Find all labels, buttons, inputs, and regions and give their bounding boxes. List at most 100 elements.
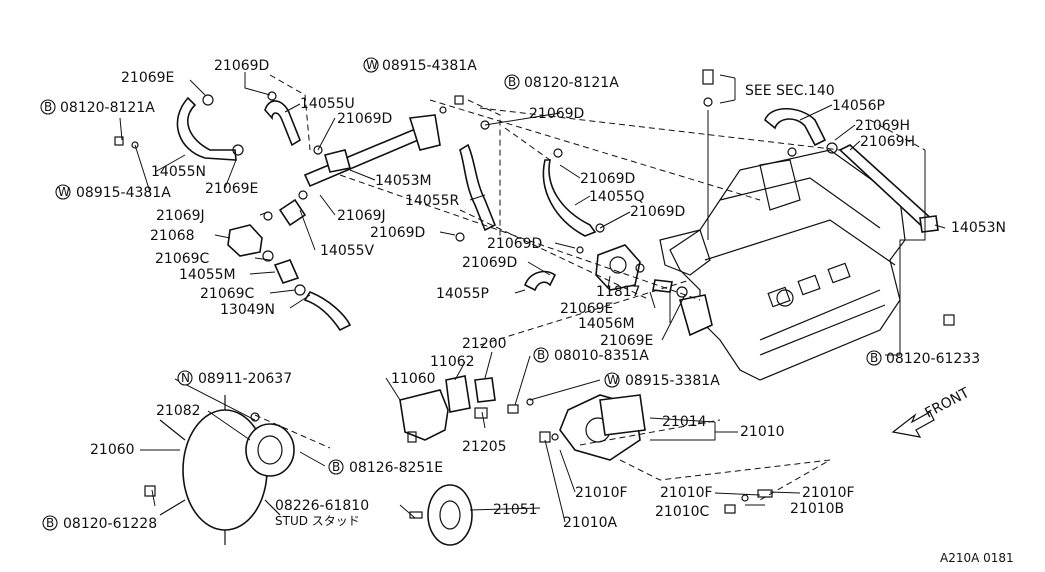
prefix-circle [177, 370, 193, 386]
label-c53: 21010F [802, 485, 855, 501]
label-c18: 21069C [155, 251, 210, 267]
leader-lines [119, 72, 946, 523]
callout-labels: 21069D W 08915-4381A B 08120-8121A 21069… [40, 57, 1014, 565]
label-c8: 14055N [151, 164, 206, 180]
label-c45: 21014 [662, 414, 707, 430]
prefix-c2: W [366, 58, 378, 72]
label-c59: 21010B [790, 501, 844, 517]
gasket-plate [678, 294, 713, 337]
prefix-circle [42, 515, 58, 531]
label-c38: 08120-61233 [886, 351, 980, 367]
gasket-11062 [445, 375, 471, 413]
label-c17: 14055V [320, 243, 375, 259]
prefix-c38: B [870, 351, 878, 365]
label-c35: 21069H [855, 118, 910, 134]
label-c15: 21068 [150, 228, 195, 244]
label-c19: 14055M [179, 267, 236, 283]
gasket-21014 [599, 394, 646, 436]
prefix-circle [533, 347, 549, 363]
label-c3: 08120-8121A [524, 75, 619, 91]
label-c62: A210A 0181 [940, 551, 1014, 565]
hose-14055P [523, 270, 557, 292]
label-c51: 21010F [575, 485, 628, 501]
label-c46: 21010 [740, 424, 785, 440]
water-outlet-11060 [399, 389, 449, 441]
hose-14055Q [542, 159, 597, 237]
label-c58: 21010C [655, 504, 710, 520]
prefix-c10: W [58, 185, 70, 199]
label-c32: 21069E [600, 333, 653, 349]
fitting-21068 [227, 224, 263, 257]
hose-14055M [273, 259, 300, 284]
label-c6: 08120-8121A [60, 100, 155, 116]
pipe-14053M [303, 114, 441, 188]
engine-block [659, 149, 906, 381]
label-c28: 14055P [436, 286, 489, 302]
label-c21: 13049N [220, 302, 275, 318]
front-arrow-icon [891, 411, 935, 438]
label-c16: 21069D [370, 225, 425, 241]
prefix-c6: B [44, 100, 52, 114]
prefix-c50: B [332, 460, 340, 474]
label-c52: 21010F [660, 485, 713, 501]
thermostat-21200 [474, 377, 496, 403]
label-c23: 21069D [580, 171, 635, 187]
label-c4: 21069E [121, 70, 174, 86]
small-fasteners [114, 69, 955, 519]
hose-13049N [303, 291, 352, 332]
label-c43: 11060 [391, 371, 436, 387]
label-c25: 21069D [630, 204, 685, 220]
label-c31: 14056M [578, 316, 635, 332]
label-c61: FRONT [922, 385, 972, 422]
label-c20: 21069C [200, 286, 255, 302]
label-c57: 21010A [563, 515, 618, 531]
label-c33: SEE SEC.140 [745, 83, 835, 99]
label-c2: 08915-4381A [382, 58, 477, 74]
prefix-circle [55, 184, 71, 200]
hose-14055V [278, 198, 307, 227]
fan-clutch-21082 [245, 423, 295, 477]
prefix-circle [328, 459, 344, 475]
label-c47: 08911-20637 [198, 371, 292, 387]
housing-11817 [595, 244, 641, 291]
label-c37: 14053N [951, 220, 1006, 236]
label-c60: 08120-61228 [63, 516, 157, 532]
label-c49: 21060 [90, 442, 135, 458]
label-c5: 14055U [300, 96, 355, 112]
label-c54: 08226-61810 [275, 498, 369, 514]
label-c36: 21069H [860, 134, 915, 150]
label-c42: 08915-3381A [625, 373, 720, 389]
pipe-14053N [838, 144, 939, 233]
prefix-c40: B [537, 348, 545, 362]
label-c11: 14053M [375, 173, 432, 189]
hose-14055U [264, 100, 301, 147]
label-c12: 14055R [405, 193, 460, 209]
label-c10: 08915-4381A [76, 185, 171, 201]
label-c1: 21069D [214, 58, 269, 74]
prefix-circle [40, 99, 56, 115]
label-c26: 21069D [487, 236, 542, 252]
prefix-circle [363, 57, 379, 73]
label-c41: 11062 [430, 354, 475, 370]
label-c48: 21082 [156, 403, 201, 419]
prefix-c60: B [46, 516, 54, 530]
label-c29: 11817 [596, 284, 641, 300]
prefix-circle [866, 350, 882, 366]
hose-14056P [764, 108, 827, 147]
label-c7: 21069D [337, 111, 392, 127]
label-c55: STUD スタッド [275, 514, 360, 528]
label-c44: 21205 [462, 439, 507, 455]
hose-14055R [459, 143, 497, 232]
dashed-reference-lines [254, 74, 926, 501]
label-c50: 08126-8251E [349, 460, 443, 476]
label-c30: 21069E [560, 301, 613, 317]
prefix-c42: W [607, 373, 619, 387]
label-c39: 21200 [462, 336, 507, 352]
label-c34: 14056P [832, 98, 885, 114]
label-c27: 21069D [462, 255, 517, 271]
prefix-c3: B [508, 75, 516, 89]
label-c13: 21069J [156, 208, 205, 224]
label-c40: 08010-8351A [554, 348, 649, 364]
label-c22: 21069D [529, 106, 584, 122]
